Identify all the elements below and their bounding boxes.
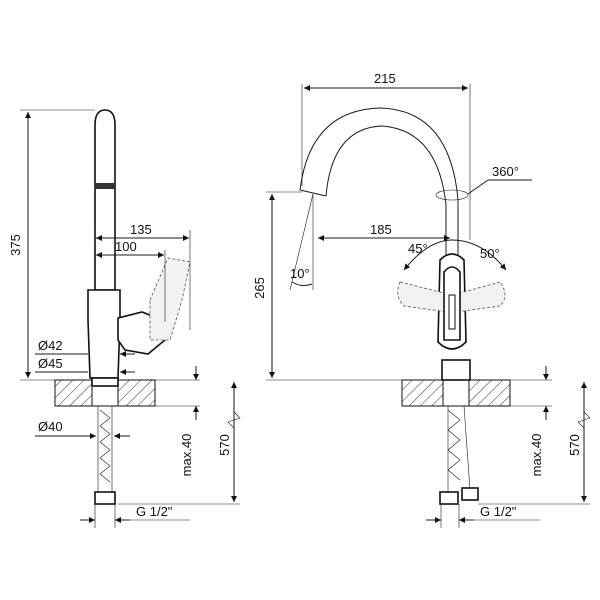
- dim-swivel-360: 360°: [492, 164, 519, 179]
- lever-ghost-right: [455, 281, 506, 313]
- dim-angle-50: 50°: [480, 246, 500, 261]
- lever-slot: [448, 294, 456, 330]
- swivel-ring: [435, 189, 469, 201]
- dim-thread-front: G 1/2": [480, 504, 517, 519]
- lever-ghost-left: [397, 281, 449, 313]
- dim-diam-42: Ø42: [38, 338, 63, 353]
- dim-diam-45: Ø45: [38, 356, 63, 371]
- gooseneck-spout: [299, 107, 459, 260]
- mount-hole-front: [442, 379, 470, 407]
- side-view: 375 135 100 Ø42 Ø45 Ø40 max.40 570: [8, 109, 241, 528]
- dim-135: 135: [130, 222, 152, 237]
- dim-max-40-front: max.40: [529, 434, 544, 477]
- dim-angle-10: 10°: [290, 266, 310, 281]
- dim-570: 570: [217, 434, 232, 456]
- dim-thread-side: G 1/2": [136, 504, 173, 519]
- spout-column: [94, 109, 116, 291]
- hose-front: [447, 409, 461, 481]
- base-nut-front: [441, 359, 471, 381]
- base-body: [87, 289, 121, 379]
- dim-angle-45: 45°: [408, 241, 428, 256]
- dim-185: 185: [370, 222, 392, 237]
- dim-375: 375: [8, 234, 23, 256]
- hose-fitting-front-left: [439, 491, 459, 505]
- hose-fitting-front-right: [461, 487, 479, 501]
- dim-570-front: 570: [567, 434, 582, 456]
- dim-diam-40: Ø40: [38, 419, 63, 434]
- aerator-mark: [95, 183, 115, 189]
- hose-fitting-side: [94, 491, 116, 505]
- hose-side: [99, 409, 111, 483]
- dim-max-40: max.40: [179, 434, 194, 477]
- base-nut-side: [91, 377, 119, 387]
- dim-100: 100: [115, 239, 137, 254]
- dim-215: 215: [374, 71, 396, 86]
- lever-ghost: [149, 257, 191, 341]
- front-view: 215 360° 185 45° 50° 10° 265 max.40: [252, 71, 591, 528]
- dim-265: 265: [252, 277, 267, 299]
